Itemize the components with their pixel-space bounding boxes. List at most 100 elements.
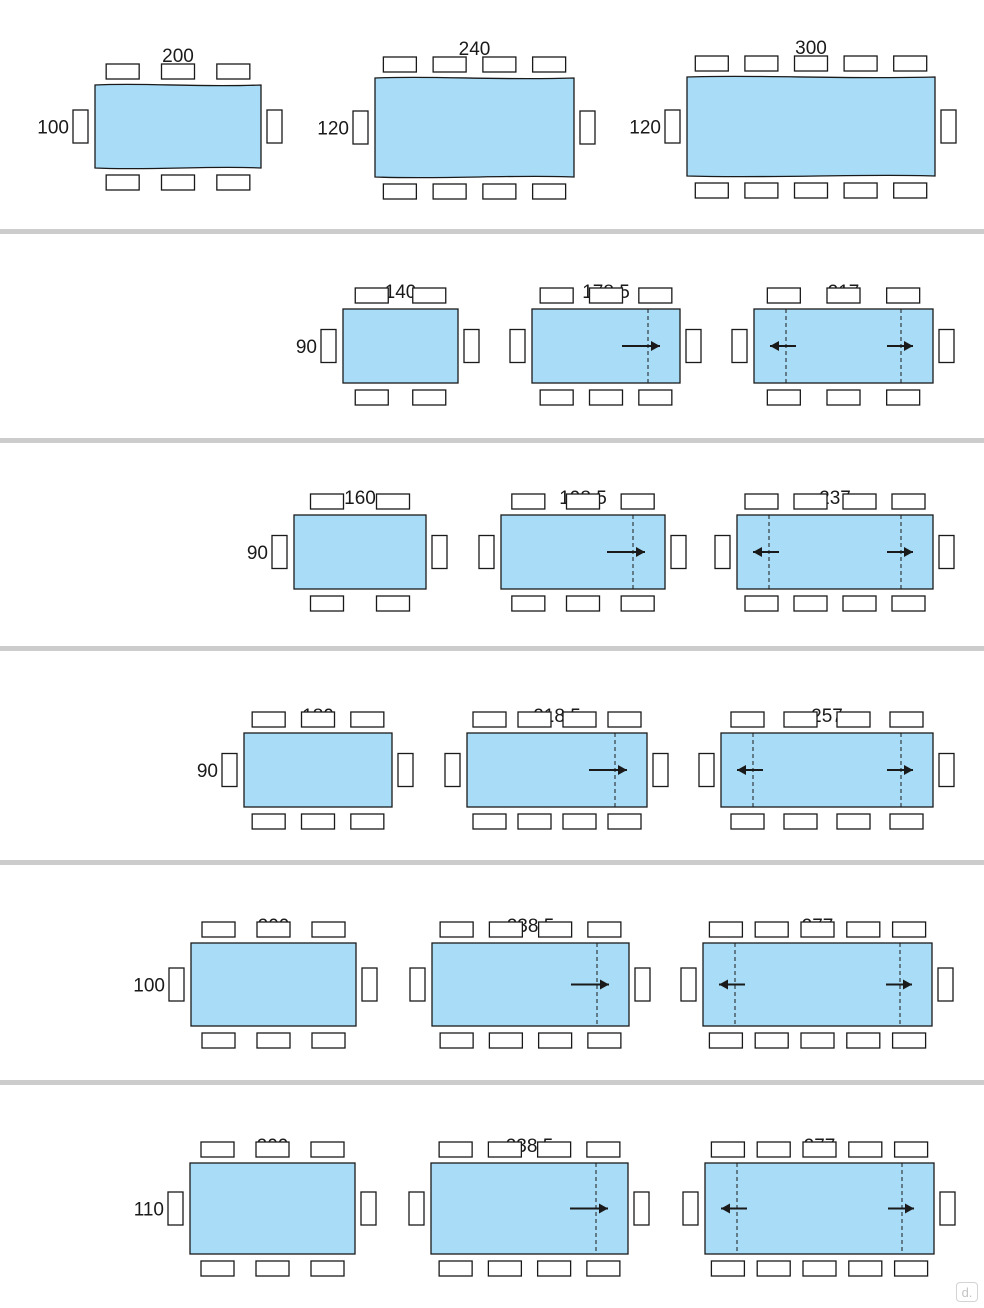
chair-bottom: [754, 1032, 789, 1049]
depth-label: 90: [197, 761, 218, 782]
table-top: [374, 76, 575, 179]
chair-top: [511, 493, 546, 510]
chair-top: [766, 287, 801, 304]
chair-bottom: [309, 595, 345, 612]
arrow-right-icon: [887, 341, 913, 351]
chair-top: [432, 56, 467, 73]
chair-top: [708, 921, 744, 938]
width-label: 160: [344, 488, 376, 509]
chair-bottom: [889, 813, 924, 830]
chair-end-left: [168, 967, 185, 1002]
chair-end-right: [940, 109, 957, 144]
chair-end-left: [682, 1191, 699, 1226]
chair-end-left: [680, 967, 697, 1002]
chair-top: [531, 56, 567, 73]
chair-bottom: [539, 389, 574, 406]
table-top: [293, 514, 427, 590]
table-top: [243, 732, 393, 808]
chair-end-right: [938, 328, 955, 364]
arrow-right-icon: [570, 1203, 608, 1214]
chair-bottom: [216, 174, 251, 191]
chair-bottom: [836, 813, 871, 830]
chair-top: [251, 711, 286, 728]
chair-bottom: [310, 1260, 345, 1277]
chair-end-right: [397, 752, 414, 788]
arrow-right-icon: [887, 765, 913, 775]
chair-top: [439, 921, 474, 938]
chair-bottom: [256, 1032, 291, 1049]
arrow-left-icon: [753, 547, 779, 557]
arrow-right-icon: [888, 1203, 914, 1214]
row-separator: [0, 229, 984, 234]
chair-top: [565, 493, 601, 510]
chair-bottom: [793, 595, 828, 612]
chair-end-left: [167, 1191, 184, 1226]
chair-top: [710, 1141, 746, 1158]
chair-top: [587, 921, 622, 938]
chair-bottom: [105, 174, 140, 191]
arrow-right-icon: [622, 341, 660, 351]
chair-top: [216, 63, 251, 80]
chair-end-left: [478, 534, 495, 570]
chair-top: [800, 921, 835, 938]
chair-bottom: [826, 389, 861, 406]
chair-top: [886, 287, 921, 304]
arrow-right-icon: [886, 979, 912, 990]
chair-end-right: [361, 967, 378, 1002]
chair-top: [255, 1141, 290, 1158]
chair-bottom: [472, 813, 507, 830]
depth-label: 90: [247, 543, 268, 564]
chair-bottom: [412, 389, 447, 406]
chair-top: [586, 1141, 621, 1158]
table-top: [189, 1162, 356, 1255]
chair-bottom: [354, 389, 389, 406]
chair-bottom: [562, 813, 597, 830]
chair-end-left: [509, 328, 526, 364]
chair-top: [562, 711, 597, 728]
arrow-right-icon: [607, 547, 645, 557]
chair-top: [826, 287, 861, 304]
chair-end-left: [72, 109, 89, 144]
chair-end-left: [221, 752, 238, 788]
watermark-logo: d.: [956, 1282, 978, 1302]
chair-top: [891, 493, 926, 510]
chair-end-left: [664, 109, 681, 144]
chair-bottom: [487, 1260, 523, 1277]
chair-top: [588, 287, 624, 304]
chair-top: [375, 493, 411, 510]
chair-bottom: [565, 595, 601, 612]
depth-label: 110: [134, 1200, 164, 1221]
chair-bottom: [488, 1032, 524, 1049]
chair-end-right: [463, 328, 480, 364]
row-separator: [0, 438, 984, 443]
chair-bottom: [848, 1260, 883, 1277]
chair-bottom: [766, 389, 801, 406]
arrow-left-icon: [721, 1203, 747, 1214]
chair-end-left: [731, 328, 748, 364]
chair-top: [756, 1141, 791, 1158]
chair-bottom: [537, 1032, 573, 1049]
chair-end-right: [685, 328, 702, 364]
chair-top: [607, 711, 642, 728]
chair-end-right: [579, 110, 596, 145]
chair-end-right: [939, 1191, 956, 1226]
arrow-left-icon: [770, 341, 796, 351]
chair-bottom: [793, 182, 829, 199]
chair-bottom: [201, 1032, 236, 1049]
chair-top: [620, 493, 655, 510]
chair-top: [694, 55, 729, 72]
chair-top: [382, 56, 418, 73]
chair-bottom: [744, 182, 779, 199]
chair-top: [891, 921, 927, 938]
chair-bottom: [375, 595, 411, 612]
table-top: [686, 75, 936, 178]
chair-bottom: [893, 1260, 929, 1277]
chair-bottom: [432, 183, 467, 200]
chair-top: [412, 287, 447, 304]
chair-end-right: [652, 752, 669, 788]
width-label: 200: [162, 46, 194, 67]
depth-label: 90: [296, 337, 317, 358]
chair-bottom: [251, 813, 286, 830]
chair-bottom: [842, 595, 877, 612]
